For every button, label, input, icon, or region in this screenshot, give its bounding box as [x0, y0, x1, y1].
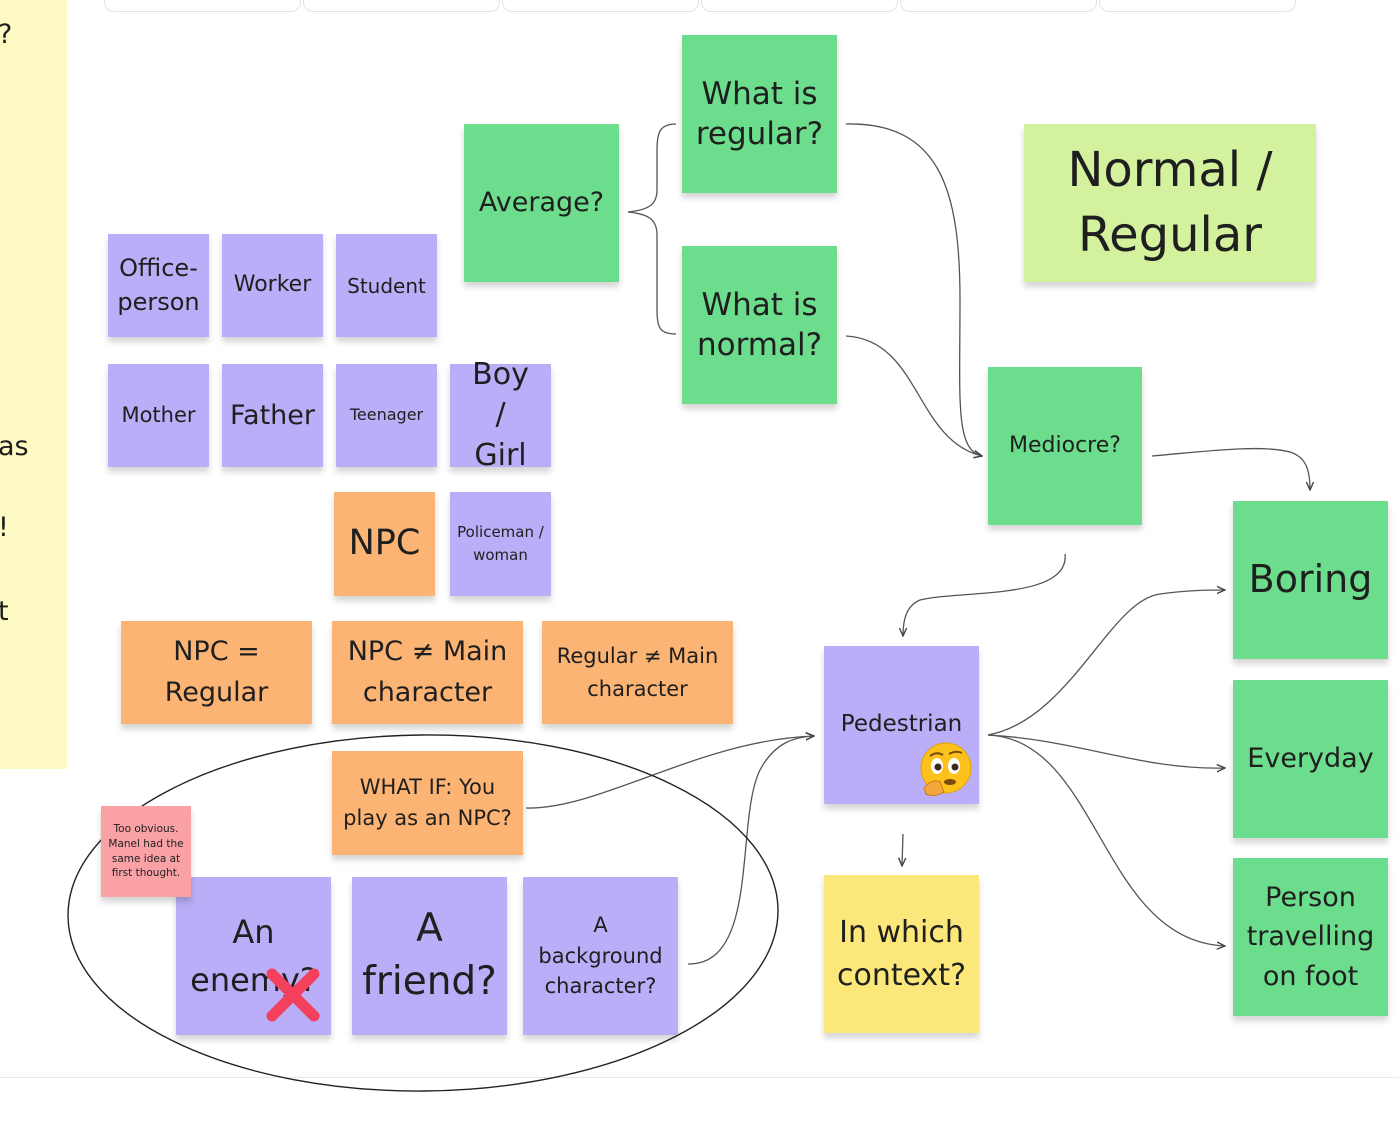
- note-office-person[interactable]: Office-person: [108, 234, 209, 337]
- connector-regular-mediocre: [845, 123, 982, 456]
- note-text: Mother: [121, 402, 196, 427]
- note-person-travelling[interactable]: Person travelling on foot: [1233, 858, 1388, 1016]
- note-npc-not-main[interactable]: NPC ≠ Main character: [332, 621, 523, 724]
- connector-pedestrian-context: [902, 833, 903, 866]
- note-npc-regular[interactable]: NPC = Regular: [121, 621, 312, 724]
- note-text: What is regular?: [695, 75, 824, 152]
- note-in-which-context[interactable]: In which context?: [824, 875, 979, 1033]
- note-normal-regular[interactable]: Normal / Regular: [1024, 124, 1316, 282]
- note-everyday[interactable]: Everyday: [1233, 680, 1388, 838]
- connector-whatif-pedestrian: [525, 736, 814, 809]
- note-father[interactable]: Father: [222, 364, 323, 467]
- note-mother[interactable]: Mother: [108, 364, 209, 467]
- connector-mediocre-pedestrian: [903, 553, 1066, 636]
- note-boy-girl[interactable]: Boy / Girl: [450, 357, 551, 473]
- note-text: A friend?: [362, 906, 497, 1004]
- note-background-character[interactable]: A background character?: [523, 877, 678, 1035]
- note-text: WHAT IF: You play as an NPC?: [343, 774, 512, 831]
- side-panel-text: ?: [0, 20, 12, 50]
- note-text: Person travelling on foot: [1246, 882, 1375, 992]
- note-text: Worker: [233, 272, 312, 298]
- connector-normal-mediocre: [845, 335, 982, 456]
- note-text: NPC ≠ Main character: [347, 636, 508, 708]
- note-text: Policeman / woman: [457, 522, 544, 564]
- note-text: A background character?: [538, 913, 663, 999]
- connector-mediocre-boring: [1151, 447, 1310, 490]
- red-cross-icon: [266, 968, 320, 1022]
- side-panel-text: t: [0, 596, 9, 627]
- note-a-friend[interactable]: A friend?: [352, 877, 507, 1035]
- note-worker[interactable]: Worker: [222, 234, 323, 337]
- note-boring[interactable]: Boring: [1233, 501, 1388, 659]
- note-what-is-normal[interactable]: What is normal?: [682, 246, 837, 404]
- note-too-obvious[interactable]: Too obvious. Manel had the same idea at …: [101, 806, 191, 897]
- note-text: Mediocre?: [1009, 432, 1121, 458]
- connector-pedestrian-everyday: [987, 734, 1225, 768]
- note-text: In which context?: [837, 914, 966, 994]
- side-panel-text: !: [0, 513, 9, 543]
- note-text: Boy / Girl: [472, 356, 529, 473]
- note-what-is-regular[interactable]: What is regular?: [682, 35, 837, 193]
- group-circle: [67, 734, 779, 1092]
- note-text: Student: [347, 273, 426, 298]
- bracket-connector: [627, 123, 677, 335]
- connector-pedestrian-boring: [987, 590, 1225, 736]
- note-text: Office-person: [117, 253, 200, 316]
- note-teenager[interactable]: Teenager: [336, 364, 437, 467]
- note-text: What is normal?: [696, 286, 823, 363]
- note-regular-not-main[interactable]: Regular ≠ Main character: [542, 621, 733, 724]
- note-text: Father: [229, 399, 315, 431]
- connector-background-pedestrian: [687, 736, 814, 965]
- note-text: Everyday: [1247, 743, 1374, 775]
- note-text: Teenager: [349, 405, 424, 425]
- note-text: Boring: [1248, 557, 1373, 602]
- note-policeman-woman[interactable]: Policeman / woman: [450, 492, 551, 596]
- note-text: NPC: [348, 523, 421, 564]
- connector-pedestrian-person: [987, 734, 1225, 946]
- note-npc[interactable]: NPC: [334, 492, 435, 596]
- side-panel-text: as: [0, 431, 29, 462]
- note-text: Too obvious. Manel had the same idea at …: [108, 822, 184, 880]
- note-mediocre[interactable]: Mediocre?: [988, 367, 1142, 525]
- note-what-if[interactable]: WHAT IF: You play as an NPC?: [332, 751, 523, 855]
- note-text: NPC = Regular: [164, 636, 269, 708]
- note-text: Pedestrian: [840, 711, 963, 738]
- thinking-face-icon: [920, 742, 972, 797]
- note-student[interactable]: Student: [336, 234, 437, 337]
- note-average[interactable]: Average?: [464, 124, 619, 282]
- note-text: Average?: [478, 187, 605, 219]
- divider: [0, 1077, 1399, 1078]
- note-text: Regular ≠ Main character: [556, 643, 719, 701]
- side-panel: ? as ! t: [0, 0, 67, 769]
- note-text: Normal / Regular: [1067, 142, 1273, 263]
